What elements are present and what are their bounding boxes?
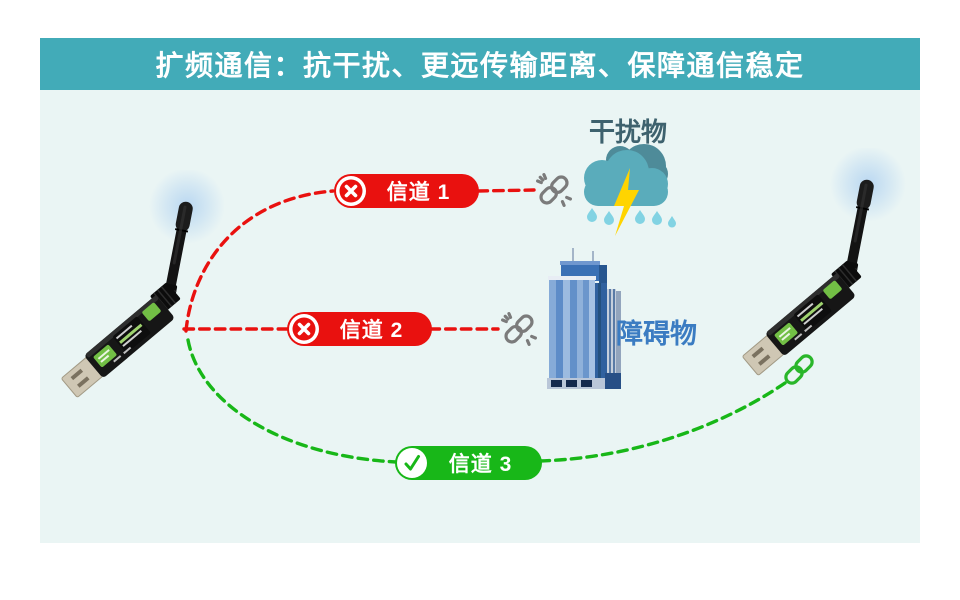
link-broken-icon bbox=[536, 173, 572, 207]
tower-front bbox=[549, 280, 595, 380]
green-sticker-usb-end bbox=[774, 322, 798, 345]
storm-cloud-lightning-icon bbox=[584, 144, 676, 236]
lightning-bolt bbox=[614, 168, 639, 236]
dongle-body bbox=[61, 295, 174, 398]
base-windows bbox=[551, 380, 592, 387]
channel-1-badge: 信道 1 bbox=[334, 174, 479, 208]
right-slab bbox=[607, 289, 621, 389]
x-circle-icon bbox=[336, 176, 366, 206]
header-banner: 扩频通信：抗干扰、更远传输距离、保障通信稳定 bbox=[40, 38, 920, 90]
left-usb-dongle bbox=[61, 170, 225, 398]
dongle-body bbox=[742, 273, 855, 376]
channel-2-badge: 信道 2 bbox=[287, 312, 432, 346]
channel-3-badge: 信道 3 bbox=[395, 446, 542, 480]
page-title: 扩频通信：抗干扰、更远传输距离、保障通信稳定 bbox=[155, 50, 805, 81]
channel-3-label: 信道 3 bbox=[448, 453, 513, 476]
link-broken-icon bbox=[501, 312, 537, 346]
green-sticker-antenna-end bbox=[823, 280, 842, 299]
green-sticker-usb-end bbox=[93, 344, 117, 367]
obstacle-label: 障碍物 bbox=[616, 319, 697, 349]
rain-drops bbox=[587, 208, 676, 228]
link-connected-icon bbox=[784, 354, 814, 385]
channel-1-label: 信道 1 bbox=[386, 181, 451, 204]
green-sticker-antenna-end bbox=[142, 302, 161, 321]
cloud-front bbox=[584, 150, 668, 206]
building-icon bbox=[547, 248, 621, 389]
interference-label: 干扰物 bbox=[588, 117, 667, 147]
channel-2-label: 信道 2 bbox=[339, 319, 404, 342]
check-circle-icon bbox=[397, 448, 427, 478]
right-usb-dongle bbox=[742, 148, 906, 376]
x-circle-icon bbox=[289, 314, 319, 344]
